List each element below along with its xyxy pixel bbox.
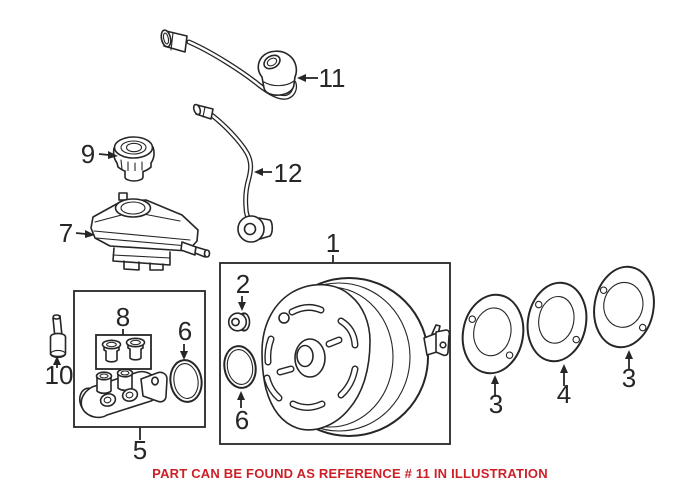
callout-6-booster: 6 <box>235 391 249 435</box>
callout-5: 5 <box>133 427 147 465</box>
booster-grommet <box>227 312 251 332</box>
callout-6k-label: 6 <box>178 316 192 346</box>
callout-4-label: 4 <box>557 379 571 409</box>
callout-10: 10 <box>45 356 73 390</box>
valve-fitting <box>49 314 67 359</box>
callout-7-label: 7 <box>59 218 73 248</box>
booster-box-1 <box>219 262 451 445</box>
callout-1-label: 1 <box>326 228 340 258</box>
face-hole <box>278 312 290 324</box>
callout-4: 4 <box>557 364 571 409</box>
gasket-right <box>593 265 655 349</box>
callout-8-label: 8 <box>116 302 130 332</box>
pipe-eyelet <box>237 215 265 243</box>
callout-3-right: 3 <box>622 350 636 393</box>
grommet-kit <box>101 337 146 363</box>
master-cylinder <box>78 368 168 419</box>
brake-booster <box>261 277 451 437</box>
callout-2-label: 2 <box>236 269 250 299</box>
oring-booster <box>223 345 257 389</box>
callout-8: 8 <box>116 302 130 335</box>
callout-11: 11 <box>297 63 346 93</box>
callout-11-label: 11 <box>319 63 346 93</box>
callout-5-label: 5 <box>133 435 147 465</box>
callout-6b-label: 6 <box>235 405 249 435</box>
reservoir-cap <box>112 136 155 182</box>
gasket-left <box>461 293 525 375</box>
callout-9-label: 9 <box>81 139 95 169</box>
callout-12-label: 12 <box>274 158 303 188</box>
callout-3-left: 3 <box>489 375 503 419</box>
oring-kit <box>169 359 203 403</box>
callout-7: 7 <box>59 218 95 248</box>
callout-2: 2 <box>236 269 250 311</box>
callout-3r-label: 3 <box>622 363 636 393</box>
callout-1: 1 <box>326 228 340 263</box>
fluid-reservoir <box>90 192 211 271</box>
vacuum-pipe-lower <box>192 103 274 243</box>
callout-12: 12 <box>254 158 302 188</box>
reference-note: PART CAN BE FOUND AS REFERENCE # 11 IN I… <box>152 466 548 481</box>
callout-3l-label: 3 <box>489 389 503 419</box>
vacuum-pipe-upper <box>160 29 298 100</box>
callout-9: 9 <box>81 139 118 169</box>
callout-6-kit: 6 <box>178 316 192 360</box>
gasket-middle <box>526 281 588 363</box>
